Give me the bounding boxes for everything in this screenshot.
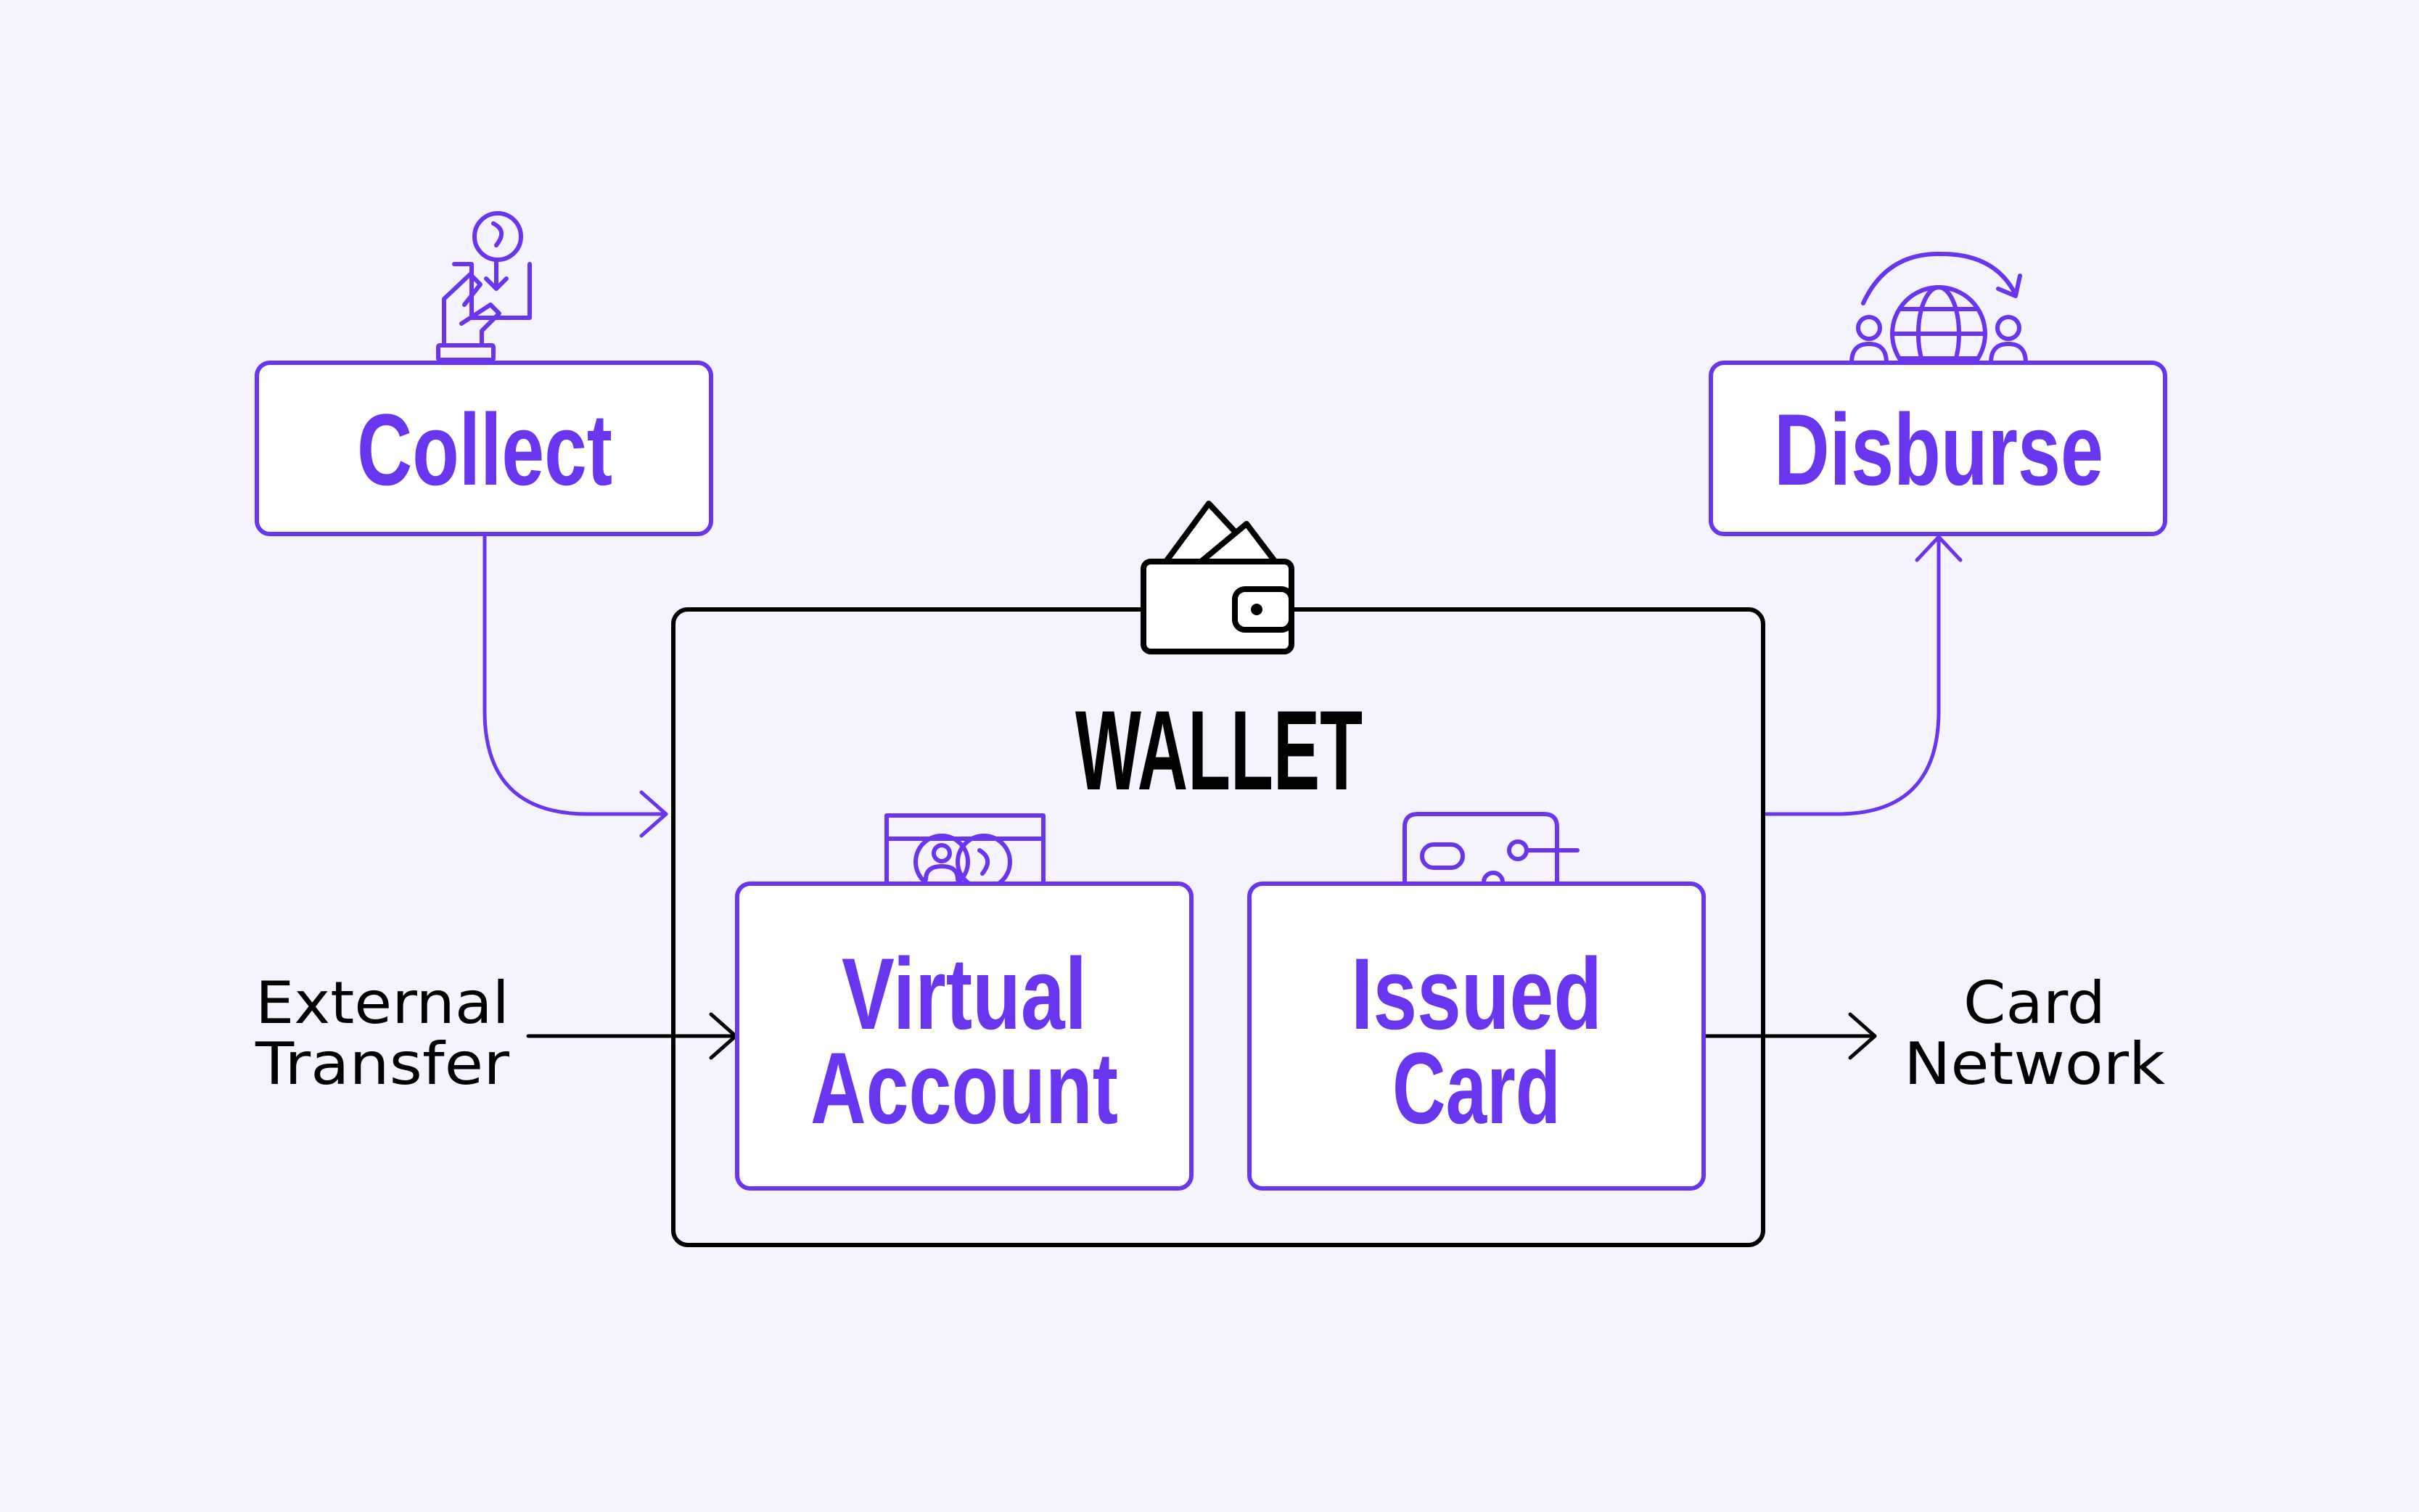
external-transfer-label-line2: Transfer — [255, 1030, 509, 1098]
virtual-account-label-line2: Account — [810, 1031, 1118, 1145]
card-network-arrowhead — [1848, 1012, 1877, 1060]
wallet-to-disburse-connector — [1762, 535, 1941, 816]
wallet-to-disburse-arrowhead — [1915, 535, 1963, 562]
payment-card-icon — [1402, 812, 1580, 894]
virtual-account-label-line1: Virtual — [842, 937, 1087, 1051]
account-card-icon — [884, 813, 1046, 890]
collect-to-wallet-connector — [482, 532, 668, 816]
disburse-label: Disburse — [1774, 393, 2103, 506]
wallet-icon — [1141, 501, 1294, 654]
card-network-label-line1: Card — [1963, 969, 2106, 1037]
hand-coin-icon — [436, 211, 532, 362]
issued-card-label-line2: Card — [1392, 1031, 1561, 1145]
collect-to-wallet-arrowhead — [639, 790, 668, 838]
card-network-label-line2: Network — [1904, 1030, 2166, 1098]
collect-node[interactable] — [255, 361, 713, 536]
wallet-title: WALLET — [1075, 688, 1363, 814]
external-transfer-label-line1: External — [255, 969, 509, 1037]
issued-card-node[interactable] — [1247, 882, 1706, 1191]
virtual-account-node[interactable] — [735, 882, 1194, 1191]
collect-label: Collect — [357, 393, 612, 506]
issued-card-label-line1: Issued — [1351, 937, 1602, 1051]
disburse-node[interactable] — [1709, 361, 2167, 536]
